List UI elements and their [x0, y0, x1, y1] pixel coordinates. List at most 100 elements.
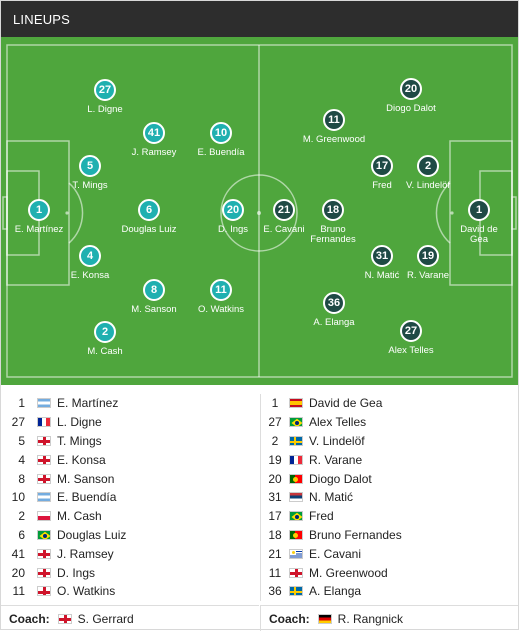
lineups-title: LINEUPS: [13, 11, 71, 27]
sweden-flag-icon: [289, 435, 303, 446]
home-coach: Coach: S. Gerrard: [1, 605, 259, 631]
player-number: 41: [143, 122, 165, 144]
player-number: 6: [138, 199, 160, 221]
player-name[interactable]: M. Sanson: [57, 471, 115, 486]
player-name[interactable]: Alex Telles: [309, 415, 367, 430]
player-name[interactable]: J. Ramsey: [57, 546, 114, 561]
player-name[interactable]: L. Digne: [57, 415, 102, 430]
player-name[interactable]: E. Konsa: [57, 452, 106, 467]
player-name[interactable]: N. Matić: [309, 490, 354, 505]
shirt-number: 17: [268, 509, 282, 524]
coach-name[interactable]: S. Gerrard: [77, 611, 134, 626]
england-flag-icon: [57, 613, 72, 624]
player-number: 20: [222, 199, 244, 221]
player-name[interactable]: O. Watkins: [57, 584, 116, 599]
player-name: Diogo Dalot: [386, 103, 436, 114]
player-name[interactable]: Fred: [309, 509, 334, 524]
player-name[interactable]: D. Ings: [57, 565, 96, 580]
lineup-row[interactable]: 18 Bruno Fernandes: [261, 526, 518, 545]
player-name[interactable]: M. Cash: [57, 509, 102, 524]
player-name[interactable]: E. Buendía: [57, 490, 117, 505]
shirt-number: 41: [11, 546, 25, 561]
lineup-row[interactable]: 27 Alex Telles: [261, 413, 518, 432]
player-name[interactable]: E. Martínez: [57, 396, 119, 411]
player-name: A. Elanga: [313, 317, 355, 328]
player-number: 21: [273, 199, 295, 221]
argentina-flag-icon: [37, 492, 51, 503]
coach-name[interactable]: R. Rangnick: [337, 611, 404, 626]
shirt-number: 27: [268, 415, 282, 430]
player-name[interactable]: David de Gea: [309, 396, 383, 411]
france-flag-icon: [37, 417, 51, 428]
player-name: R. Varane: [406, 270, 450, 281]
england-flag-icon: [289, 567, 303, 578]
player-name[interactable]: E. Cavani: [309, 546, 362, 561]
player-name[interactable]: T. Mings: [57, 433, 102, 448]
player-name: David de Gea: [460, 224, 498, 245]
player-name: E. Konsa: [70, 270, 110, 281]
argentina-flag-icon: [37, 398, 51, 409]
player-name: V. Lindelöf: [405, 180, 451, 191]
player-name: M. Sanson: [131, 304, 177, 315]
player-number: 5: [79, 155, 101, 177]
lineup-row[interactable]: 41 J. Ramsey: [1, 544, 259, 563]
lineup-row[interactable]: 11 M. Greenwood: [261, 563, 518, 582]
shirt-number: 4: [18, 452, 25, 467]
player-name[interactable]: Diogo Dalot: [309, 471, 372, 486]
shirt-number: 18: [268, 527, 282, 542]
lineup-row[interactable]: 36 A. Elanga: [261, 582, 518, 601]
player-number: 10: [210, 122, 232, 144]
player-name[interactable]: Douglas Luiz: [57, 527, 127, 542]
england-flag-icon: [37, 586, 51, 597]
shirt-number: 11: [268, 565, 282, 580]
england-flag-icon: [37, 454, 51, 465]
player-name[interactable]: Bruno Fernandes: [309, 527, 402, 542]
lineup-row[interactable]: 17 Fred: [261, 507, 518, 526]
player-name[interactable]: A. Elanga: [309, 584, 362, 599]
lineup-row[interactable]: 4 E. Konsa: [1, 450, 259, 469]
player-name[interactable]: R. Varane: [309, 452, 363, 467]
player-name[interactable]: V. Lindelöf: [309, 433, 365, 448]
coach-label: Coach:: [9, 611, 50, 626]
shirt-number: 36: [268, 584, 282, 599]
player-name[interactable]: M. Greenwood: [309, 565, 388, 580]
